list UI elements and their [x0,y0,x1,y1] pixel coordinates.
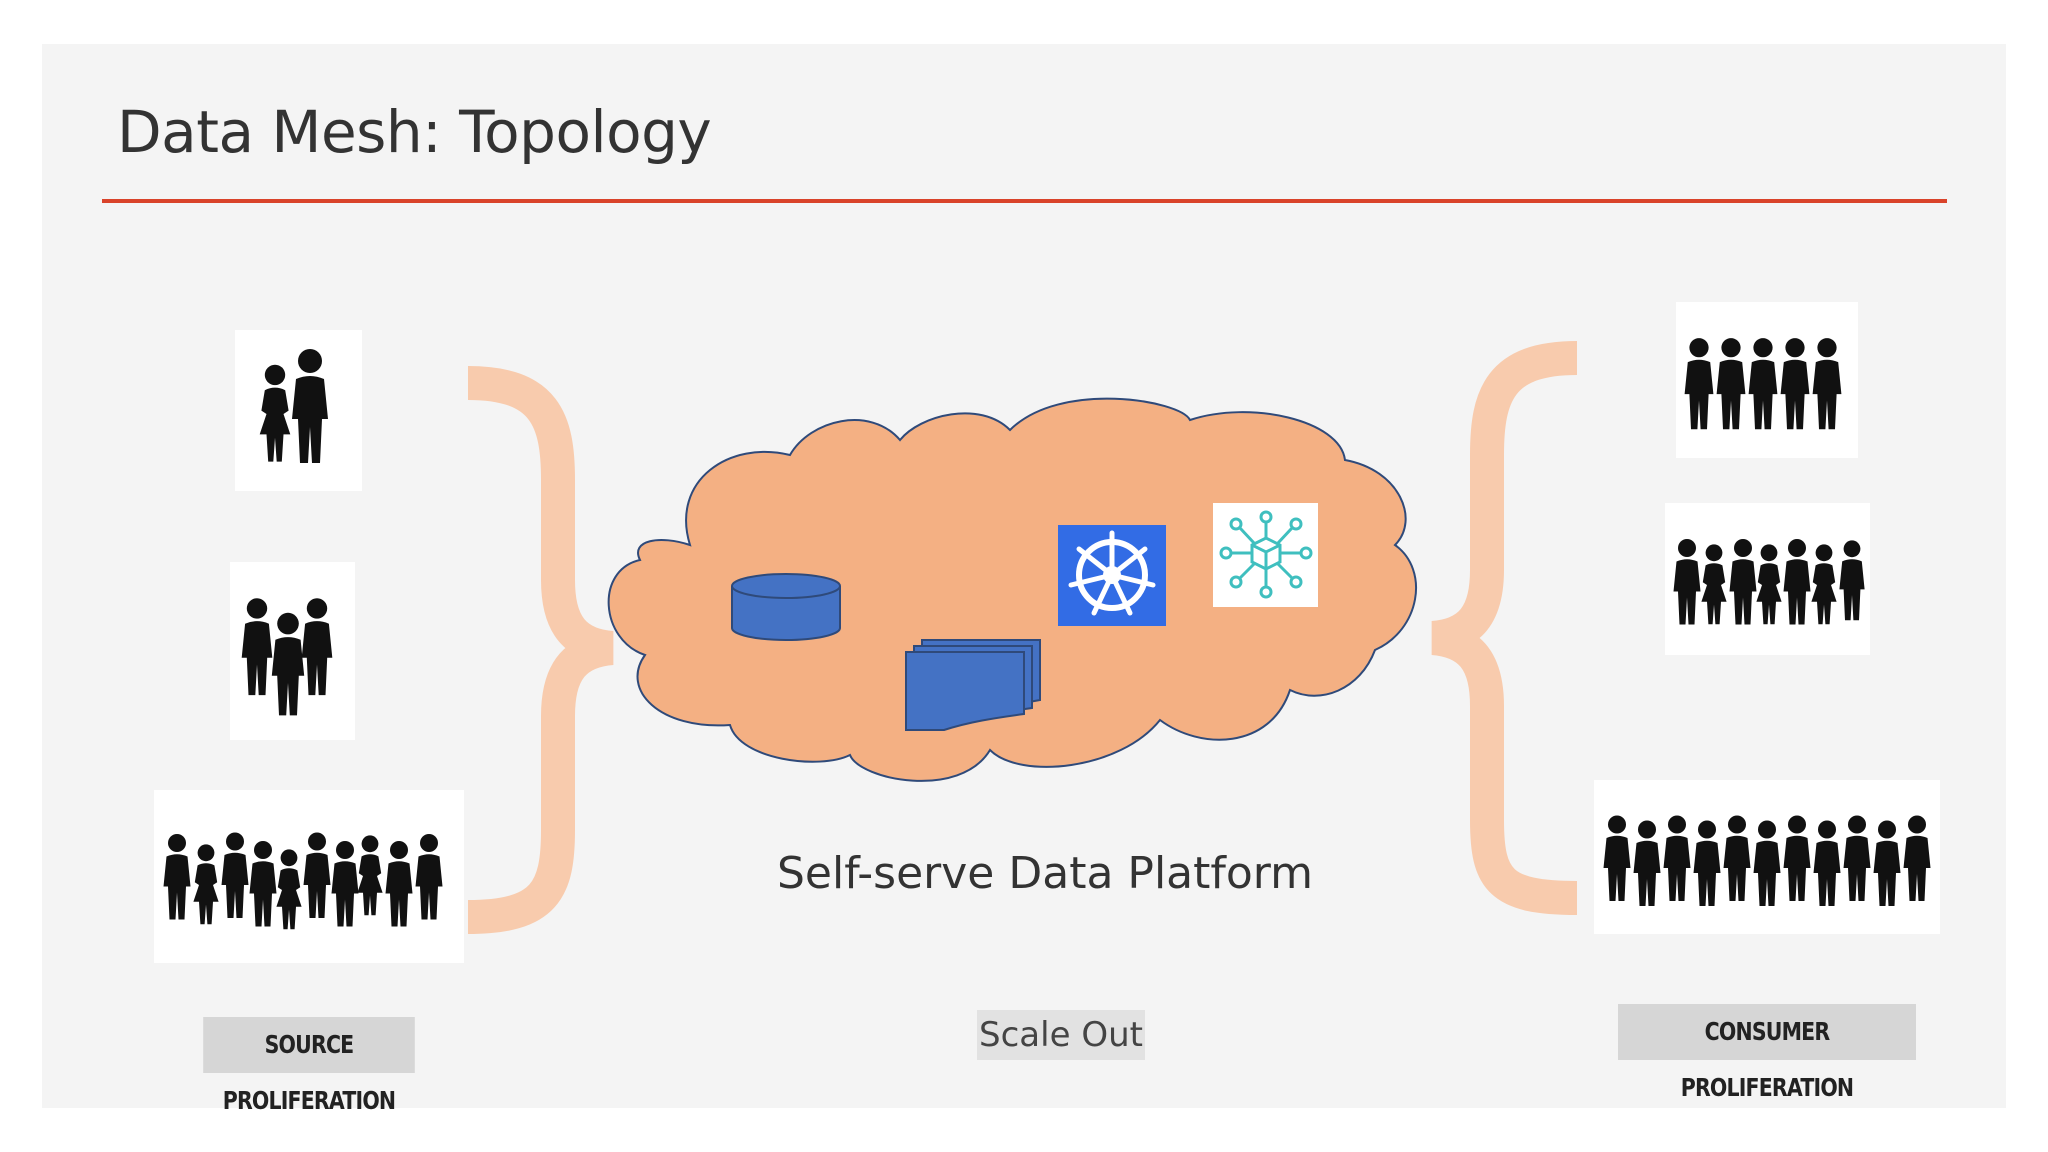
consumer-proliferation-text: CONSUMER PROLIFERATION [1680,1017,1854,1102]
database-icon [731,573,841,641]
consumer-group-crowd [1594,780,1940,934]
consumer-group-mixed [1665,503,1870,655]
source-group-trio [230,562,355,740]
title-divider [102,199,1947,203]
scale-out-label: Scale Out [977,1010,1145,1060]
documents-icon [905,639,1041,731]
right-brace [1430,341,1578,915]
platform-cloud [607,397,1417,782]
slide-title: Data Mesh: Topology [117,98,712,166]
network-hub-icon [1213,503,1318,607]
source-proliferation-label: SOURCE PROLIFERATION [203,1017,415,1115]
kubernetes-icon [1058,525,1166,626]
left-brace [467,366,615,934]
source-group-crowd [154,790,464,963]
consumer-proliferation-label: CONSUMER PROLIFERATION [1618,1004,1916,1102]
consumer-group-five [1676,302,1858,458]
source-group-pair [235,330,362,491]
platform-label: Self-serve Data Platform [777,848,1313,899]
